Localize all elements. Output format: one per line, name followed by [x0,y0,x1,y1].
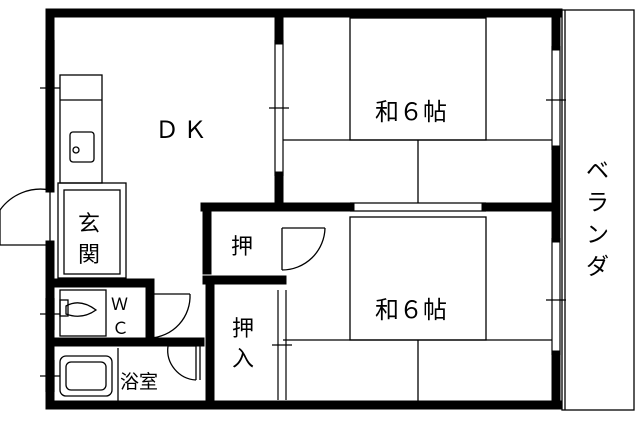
room-label-genkan-1: 玄 [78,212,100,237]
room-labels: ＤＫ 和６帖 和６帖 玄 関 押 押 入 Ｗ Ｃ 浴室 ベ ラ ン ダ [78,98,609,393]
bath-door-icon [167,345,197,381]
room-label-washitsu-bottom: 和６帖 [375,296,447,324]
room-label-wc-2: Ｃ [112,319,129,339]
room-label-yokushitsu: 浴室 [120,371,158,393]
oshi-door-icon [281,227,326,271]
room-label-oshiire-2: 入 [232,347,254,372]
room-label-dk: ＤＫ [155,116,211,144]
walls [45,8,563,410]
room-label-oshi: 押 [231,235,253,260]
room-label-veranda-3: ン [586,222,609,248]
room-label-veranda-4: ダ [586,254,609,280]
room-label-wc-1: Ｗ [111,295,128,315]
entrance-door-icon [0,188,51,246]
room-label-veranda-2: ラ [586,190,609,216]
wc-door-icon [149,293,191,339]
room-label-genkan-2: 関 [78,243,100,268]
room-label-oshiire-1: 押 [232,317,254,342]
openings [40,40,566,400]
room-label-veranda-1: ベ [586,158,609,184]
thin-lines [57,9,635,411]
room-label-washitsu-top: 和６帖 [375,98,447,126]
doors [0,188,326,381]
